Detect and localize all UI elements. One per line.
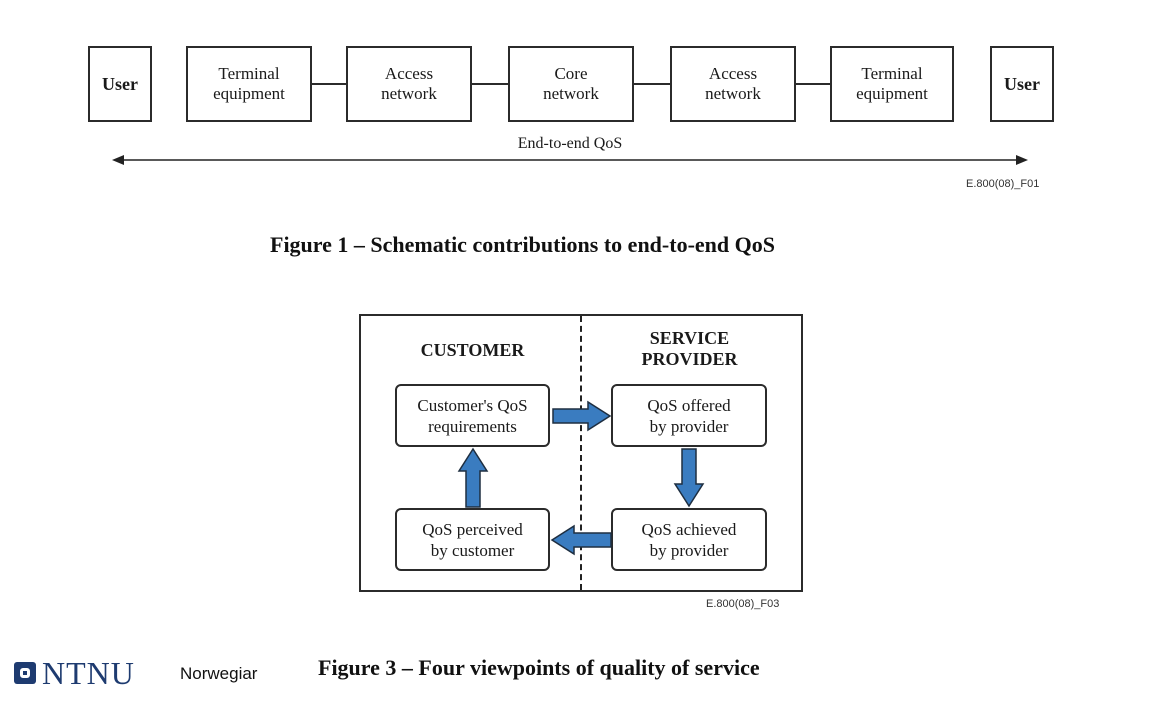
customer-qos-requirements-box: Customer's QoS requirements	[395, 384, 550, 447]
ntnu-logo-mark-icon	[14, 662, 36, 684]
connector-line	[312, 83, 346, 85]
qos-perceived-box: QoS perceived by customer	[395, 508, 550, 571]
access-network-box-right: Access network	[670, 46, 796, 122]
access-network-box-left: Access network	[346, 46, 472, 122]
connector-line	[472, 83, 508, 85]
divider-dashed-line	[580, 316, 582, 590]
arrow-down-offered-to-achieved	[673, 448, 705, 508]
user-box-left: User	[88, 46, 152, 122]
arrow-up-perceived-to-requirements	[457, 447, 489, 508]
figure-1-caption: Figure 1 – Schematic contributions to en…	[270, 232, 775, 257]
connector-line	[634, 83, 670, 85]
qos-offered-box: QoS offered by provider	[611, 384, 767, 447]
ntnu-logo: NTNU	[14, 654, 135, 691]
figure-1-code: E.800(08)_F01	[966, 178, 1040, 190]
customer-heading: CUSTOMER	[420, 340, 525, 360]
core-network-box: Core network	[508, 46, 634, 122]
user-box-right: User	[990, 46, 1054, 122]
connector-line	[796, 83, 830, 85]
arrow-left-achieved-to-perceived	[550, 524, 612, 556]
footer-institution-text: Norwegiar	[180, 664, 258, 683]
qos-achieved-box: QoS achieved by provider	[611, 508, 767, 571]
figure-3-frame	[359, 314, 803, 592]
figure-3-code: E.800(08)_F03	[706, 598, 780, 610]
figure-3-caption: Figure 3 – Four viewpoints of quality of…	[318, 655, 760, 680]
arrow-right-requirements-to-offered	[552, 400, 612, 432]
terminal-equipment-box-right: Terminal equipment	[830, 46, 954, 122]
terminal-equipment-box-left: Terminal equipment	[186, 46, 312, 122]
ntnu-logo-text: NTNU	[42, 654, 135, 691]
service-provider-heading: SERVICE PROVIDER	[641, 328, 738, 369]
end-to-end-double-arrow	[112, 155, 1028, 165]
end-to-end-qos-label: End-to-end QoS	[517, 135, 623, 152]
